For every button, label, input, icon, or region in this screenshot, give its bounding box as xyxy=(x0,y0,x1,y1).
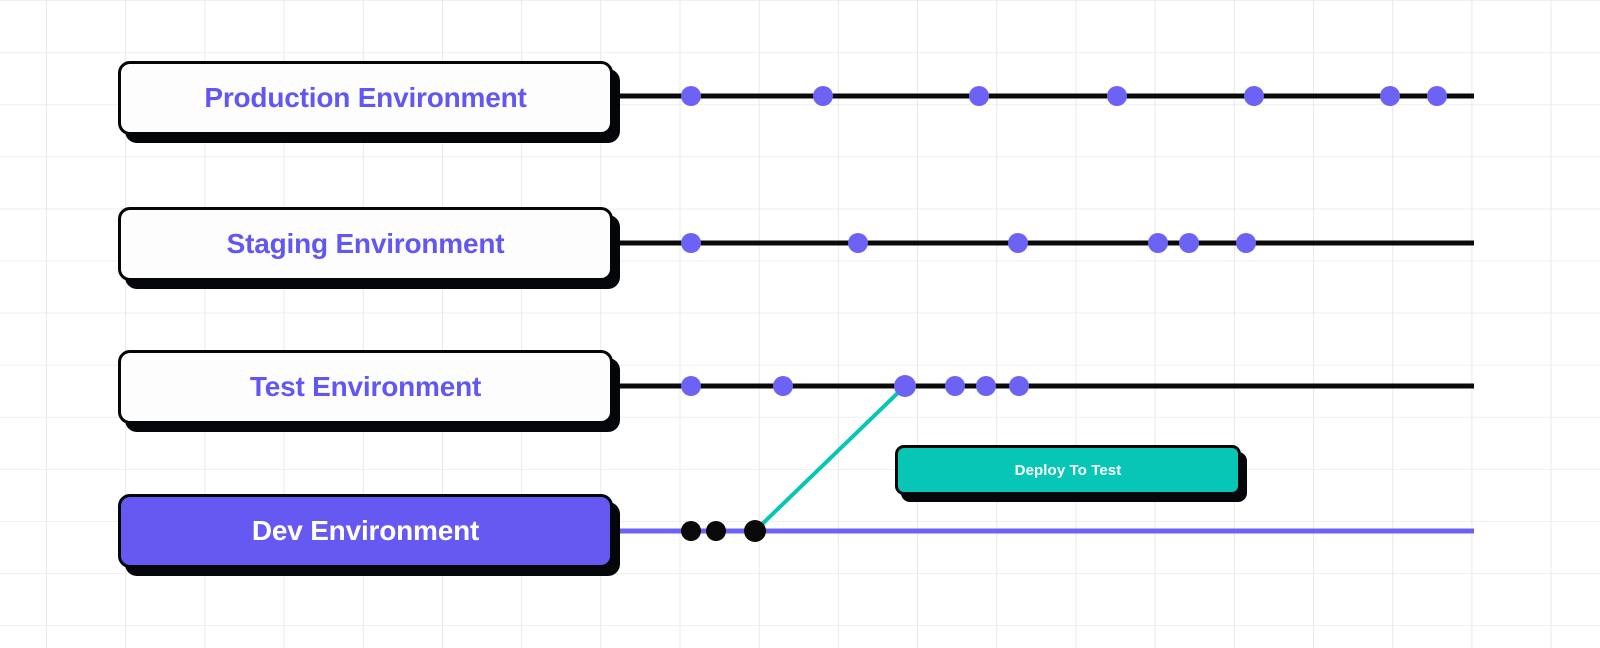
commit-node-staging-0[interactable] xyxy=(681,233,701,253)
commit-node-test-1[interactable] xyxy=(773,376,793,396)
commit-node-production-5[interactable] xyxy=(1380,86,1400,106)
lane-label-production: Production Environment xyxy=(204,82,527,113)
commit-node-staging-1[interactable] xyxy=(848,233,868,253)
dev-to-test-promotion xyxy=(753,384,907,533)
commit-nodes-group xyxy=(681,86,1447,542)
commit-node-staging-2[interactable] xyxy=(1008,233,1028,253)
commit-node-dev-0[interactable] xyxy=(681,521,701,541)
commit-node-test-0[interactable] xyxy=(681,376,701,396)
deploy-to-test-label: Deploy To Test xyxy=(1014,461,1122,479)
commit-node-test-3[interactable] xyxy=(945,376,965,396)
deploy-to-test-button[interactable]: Deploy To Test xyxy=(895,445,1241,495)
commit-node-production-4[interactable] xyxy=(1244,86,1264,106)
commit-node-dev-2[interactable] xyxy=(744,520,766,542)
commit-node-staging-3[interactable] xyxy=(1148,233,1168,253)
commit-node-production-0[interactable] xyxy=(681,86,701,106)
promotion-connector-group xyxy=(753,384,907,533)
commit-node-staging-5[interactable] xyxy=(1236,233,1256,253)
commit-node-test-5[interactable] xyxy=(1009,376,1029,396)
commit-node-staging-4[interactable] xyxy=(1179,233,1199,253)
commit-node-production-1[interactable] xyxy=(813,86,833,106)
commit-node-dev-1[interactable] xyxy=(706,521,726,541)
lane-chip-test[interactable]: Test Environment xyxy=(118,350,613,424)
commit-node-production-2[interactable] xyxy=(969,86,989,106)
commit-node-production-3[interactable] xyxy=(1107,86,1127,106)
lane-label-staging: Staging Environment xyxy=(226,228,505,259)
lane-chip-production[interactable]: Production Environment xyxy=(118,61,613,135)
lane-chip-dev[interactable]: Dev Environment xyxy=(118,494,613,568)
lane-label-dev: Dev Environment xyxy=(251,515,480,546)
lane-chip-staging[interactable]: Staging Environment xyxy=(118,207,613,281)
commit-node-test-2[interactable] xyxy=(894,375,916,397)
commit-node-test-4[interactable] xyxy=(976,376,996,396)
lane-label-test: Test Environment xyxy=(249,371,482,402)
commit-node-production-6[interactable] xyxy=(1427,86,1447,106)
